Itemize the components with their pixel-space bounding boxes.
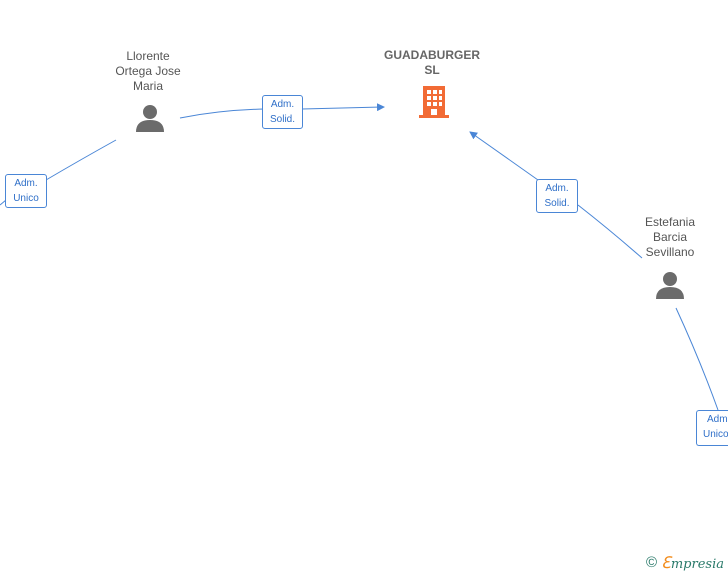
relation-label-llorente-company[interactable]: Adm. Solid. bbox=[262, 95, 303, 129]
person-name-line: Maria bbox=[132, 79, 163, 93]
relation-label-estefania-other[interactable]: Adm. Unico bbox=[696, 410, 728, 446]
person-icon[interactable] bbox=[655, 271, 685, 301]
relation-line2: Solid. bbox=[269, 114, 295, 125]
relation-line1: Adm. bbox=[270, 99, 295, 110]
relation-line2: Unico bbox=[703, 429, 728, 440]
edge-llorente-other bbox=[45, 139, 117, 181]
relation-line1: Adm. bbox=[14, 178, 38, 189]
relation-line1: Adm. bbox=[545, 183, 569, 194]
edge-llorente-company bbox=[179, 108, 266, 119]
person-name-estefania[interactable]: Estefania Barcia Sevillano bbox=[620, 215, 720, 260]
person-name-line: Ortega Jose bbox=[115, 64, 181, 78]
relation-line2: Unico bbox=[13, 193, 39, 204]
relation-line1: Adm. bbox=[707, 414, 728, 425]
person-name-line: Estefania bbox=[644, 215, 696, 229]
person-name-llorente[interactable]: Llorente Ortega Jose Maria bbox=[98, 49, 198, 94]
copyright-icon: © bbox=[645, 554, 658, 571]
edge-estefania-company bbox=[577, 204, 643, 259]
edge-llorente-company-arrow bbox=[301, 103, 385, 112]
person-name-line: Llorente bbox=[126, 49, 170, 63]
relation-label-llorente-other[interactable]: Adm. Unico bbox=[5, 174, 47, 208]
relation-label-estefania-company[interactable]: Adm. Solid. bbox=[536, 179, 578, 213]
person-name-line: Sevillano bbox=[645, 245, 695, 259]
building-icon[interactable] bbox=[418, 84, 450, 120]
company-name-line1: GUADABURGER bbox=[384, 48, 480, 62]
brand-logo: ℇmpresia bbox=[661, 553, 724, 572]
footer-brand[interactable]: © ℇmpresia bbox=[646, 553, 724, 572]
edge-estefania-company-arrow bbox=[469, 131, 539, 181]
company-name[interactable]: GUADABURGER SL bbox=[372, 48, 492, 78]
relation-line2: Solid. bbox=[544, 198, 570, 209]
person-name-line: Barcia bbox=[652, 230, 687, 244]
company-name-line2: SL bbox=[424, 63, 440, 77]
edge-estefania-other bbox=[675, 307, 719, 411]
person-icon[interactable] bbox=[135, 104, 165, 134]
